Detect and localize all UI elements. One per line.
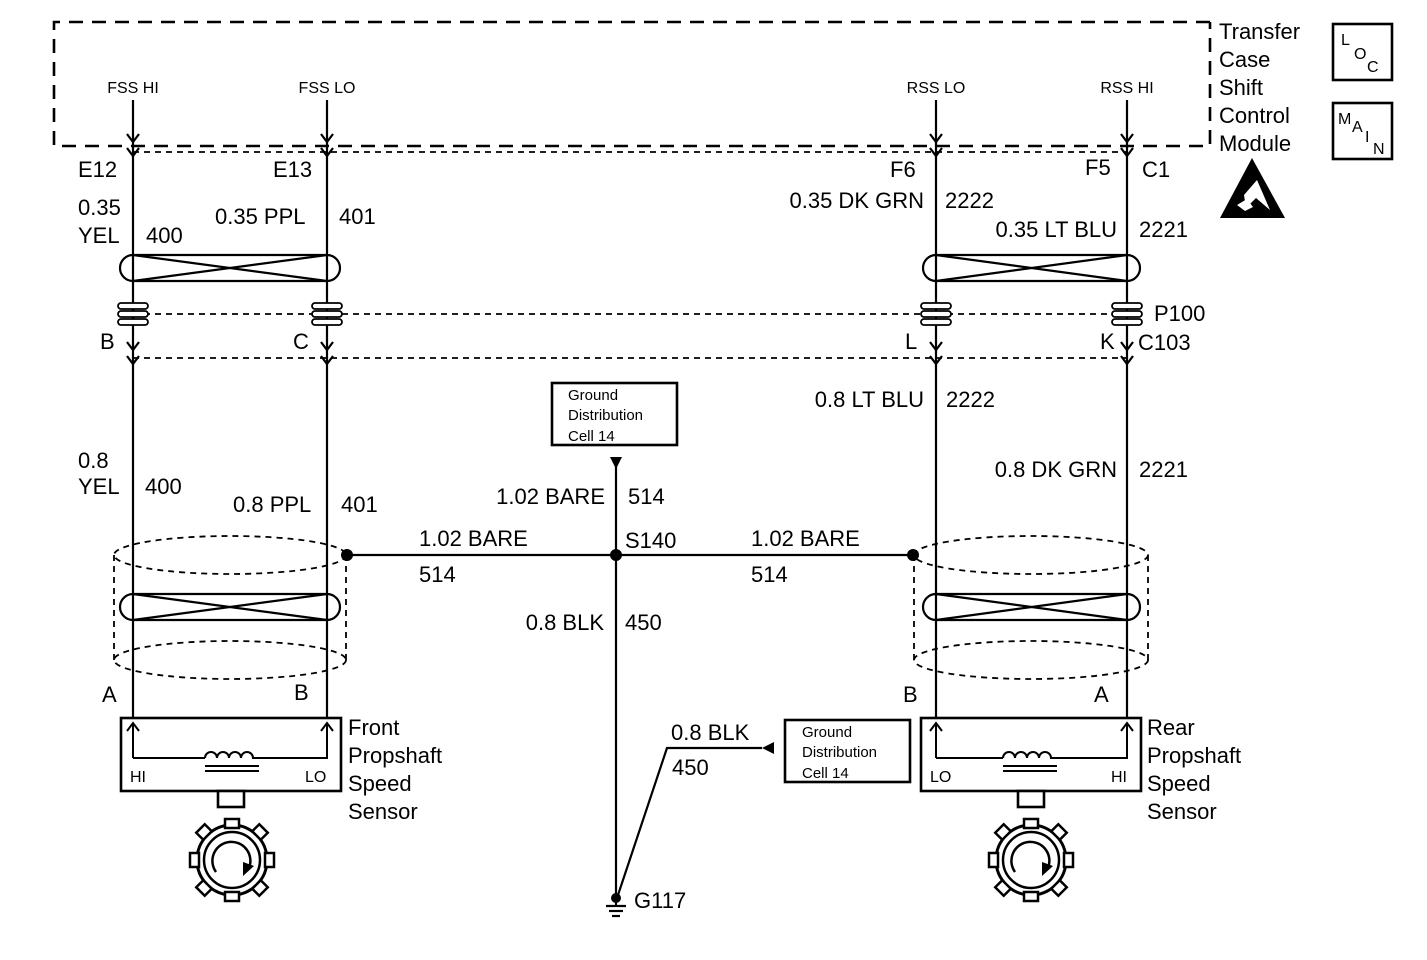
- splice-s140-dot: [610, 549, 622, 561]
- upper-wire-circuit: 400: [146, 223, 183, 248]
- esd-warning-icon: [1220, 158, 1285, 218]
- ground-ref-line: Ground: [568, 387, 618, 404]
- twisted-pair-upper-left: [118, 253, 342, 283]
- rear-sensor-name-line: Sensor: [1147, 799, 1217, 824]
- ground-g117: G117: [634, 888, 686, 913]
- ground-wire-circuit: 450: [625, 610, 662, 635]
- upper-wire-size: 0.35: [78, 195, 121, 220]
- terminal-e13: E13: [273, 157, 312, 182]
- ground-ref-line: Distribution: [802, 744, 877, 761]
- lower-wire-size: 0.8 LT BLU: [815, 387, 924, 412]
- loc-icon: L O C: [1331, 22, 1394, 82]
- rear-sensor-terminal-b: B: [903, 682, 918, 707]
- connector-c1: C1: [1142, 157, 1170, 182]
- drain-trunk-circuit: 514: [628, 484, 665, 509]
- inline-connector-p100: [117, 302, 1143, 366]
- cavity-l: L: [905, 329, 917, 354]
- lower-wire-size: 0.8 PPL: [233, 492, 311, 517]
- ground-wire-size: 0.8 BLK: [526, 610, 605, 635]
- module-name-line: Module: [1219, 131, 1291, 156]
- front-sensor-terminal-b: B: [294, 680, 309, 705]
- main-icon-letter: A: [1352, 119, 1363, 136]
- lower-wire-circuit: 400: [145, 474, 182, 499]
- front-sensor-name-line: Front: [348, 715, 399, 740]
- upper-wire-circuit: 2222: [945, 188, 994, 213]
- terminal-f5: F5: [1085, 155, 1111, 180]
- pin-signal-rss-lo: RSS LO: [907, 80, 966, 97]
- rear-tone-ring-icon: [987, 817, 1075, 903]
- splice-s140: S140: [625, 528, 676, 553]
- lower-wire-circuit: 2221: [1139, 457, 1188, 482]
- cavity-c: C: [293, 329, 309, 354]
- module-pin-arrows: [126, 133, 1134, 158]
- pin-signal-fss-lo: FSS LO: [299, 80, 356, 97]
- shield-rear: [913, 535, 1149, 680]
- lower-wire-size: 0.8 DK GRN: [995, 457, 1117, 482]
- front-sensor-terminal-a: A: [102, 682, 117, 707]
- upper-wire-size: 0.35 DK GRN: [790, 188, 925, 213]
- lower-wire-size: 0.8: [78, 448, 109, 473]
- terminal-f6: F6: [890, 157, 916, 182]
- main-icon-letter: M: [1338, 111, 1351, 128]
- main-icon-letter: N: [1373, 141, 1385, 158]
- front-sensor-name-line: Speed: [348, 771, 412, 796]
- rear-sensor-pin-hi: HI: [1111, 769, 1127, 786]
- ref-wire-size: 0.8 BLK: [671, 720, 750, 745]
- twisted-pair-upper-right: [921, 253, 1142, 283]
- front-sensor-pin-hi: HI: [130, 769, 146, 786]
- upper-wire-circuit: 401: [339, 204, 376, 229]
- cavity-k: K: [1100, 329, 1115, 354]
- transfer-case-shift-control-module: Transfer Case Shift Control Module: [52, 19, 1300, 156]
- ground-ref-line: Cell 14: [802, 765, 849, 782]
- loc-icon-letter: C: [1367, 59, 1379, 76]
- ground-g117-icon: [606, 893, 626, 918]
- upper-wire-size: YEL: [78, 223, 120, 248]
- ground-distribution-ref-top: Ground Distribution Cell 14: [550, 381, 679, 469]
- front-sensor-name-line: Propshaft: [348, 743, 442, 768]
- drain-left-circuit: 514: [419, 562, 456, 587]
- module-name-line: Case: [1219, 47, 1270, 72]
- rear-sensor-name-line: Rear: [1147, 715, 1195, 740]
- upper-wire-circuit: 2221: [1139, 217, 1188, 242]
- loc-icon-letter: O: [1354, 46, 1366, 63]
- drain-trunk-size: 1.02 BARE: [496, 484, 605, 509]
- module-name-line: Transfer: [1219, 19, 1300, 44]
- rear-sensor-name-line: Propshaft: [1147, 743, 1241, 768]
- cavity-b: B: [100, 329, 115, 354]
- drain-left-size: 1.02 BARE: [419, 526, 528, 551]
- pin-signal-rss-hi: RSS HI: [1100, 80, 1153, 97]
- lower-wire-circuit: 2222: [946, 387, 995, 412]
- main-icon: M A I N: [1331, 101, 1394, 161]
- upper-wire-size: 0.35 LT BLU: [996, 217, 1117, 242]
- ground-ref-wire-450: [615, 746, 762, 899]
- front-tone-ring-icon: [188, 817, 276, 903]
- front-propshaft-speed-sensor: HI LO Front Propshaft Speed Sensor: [119, 715, 442, 903]
- rear-sensor-name-line: Speed: [1147, 771, 1211, 796]
- loc-icon-letter: L: [1341, 32, 1350, 49]
- rear-propshaft-speed-sensor: LO HI Rear Propshaft Speed Sensor: [919, 715, 1241, 903]
- ground-ref-line: Distribution: [568, 407, 643, 424]
- ground-distribution-ref-bottom: Ground Distribution Cell 14: [762, 718, 912, 784]
- pin-signal-fss-hi: FSS HI: [107, 80, 159, 97]
- module-name-line: Shift: [1219, 75, 1263, 100]
- main-icon-letter: I: [1365, 129, 1369, 146]
- drain-right-circuit: 514: [751, 562, 788, 587]
- lower-wire-size: YEL: [78, 474, 120, 499]
- ref-wire-circuit: 450: [672, 755, 709, 780]
- lower-wire-circuit: 401: [341, 492, 378, 517]
- drain-right-size: 1.02 BARE: [751, 526, 860, 551]
- front-sensor-pin-lo: LO: [305, 769, 326, 786]
- inline-connector-name: P100: [1154, 301, 1205, 326]
- module-name-line: Control: [1219, 103, 1290, 128]
- inline-connector-id: C103: [1138, 330, 1191, 355]
- terminal-e12: E12: [78, 157, 117, 182]
- ground-ref-line: Ground: [802, 724, 852, 741]
- ground-ref-line: Cell 14: [568, 428, 615, 445]
- rear-sensor-terminal-a: A: [1094, 682, 1109, 707]
- shield-front: [113, 535, 347, 680]
- rear-sensor-pin-lo: LO: [930, 769, 951, 786]
- upper-wire-size: 0.35 PPL: [215, 204, 306, 229]
- front-sensor-name-line: Sensor: [348, 799, 418, 824]
